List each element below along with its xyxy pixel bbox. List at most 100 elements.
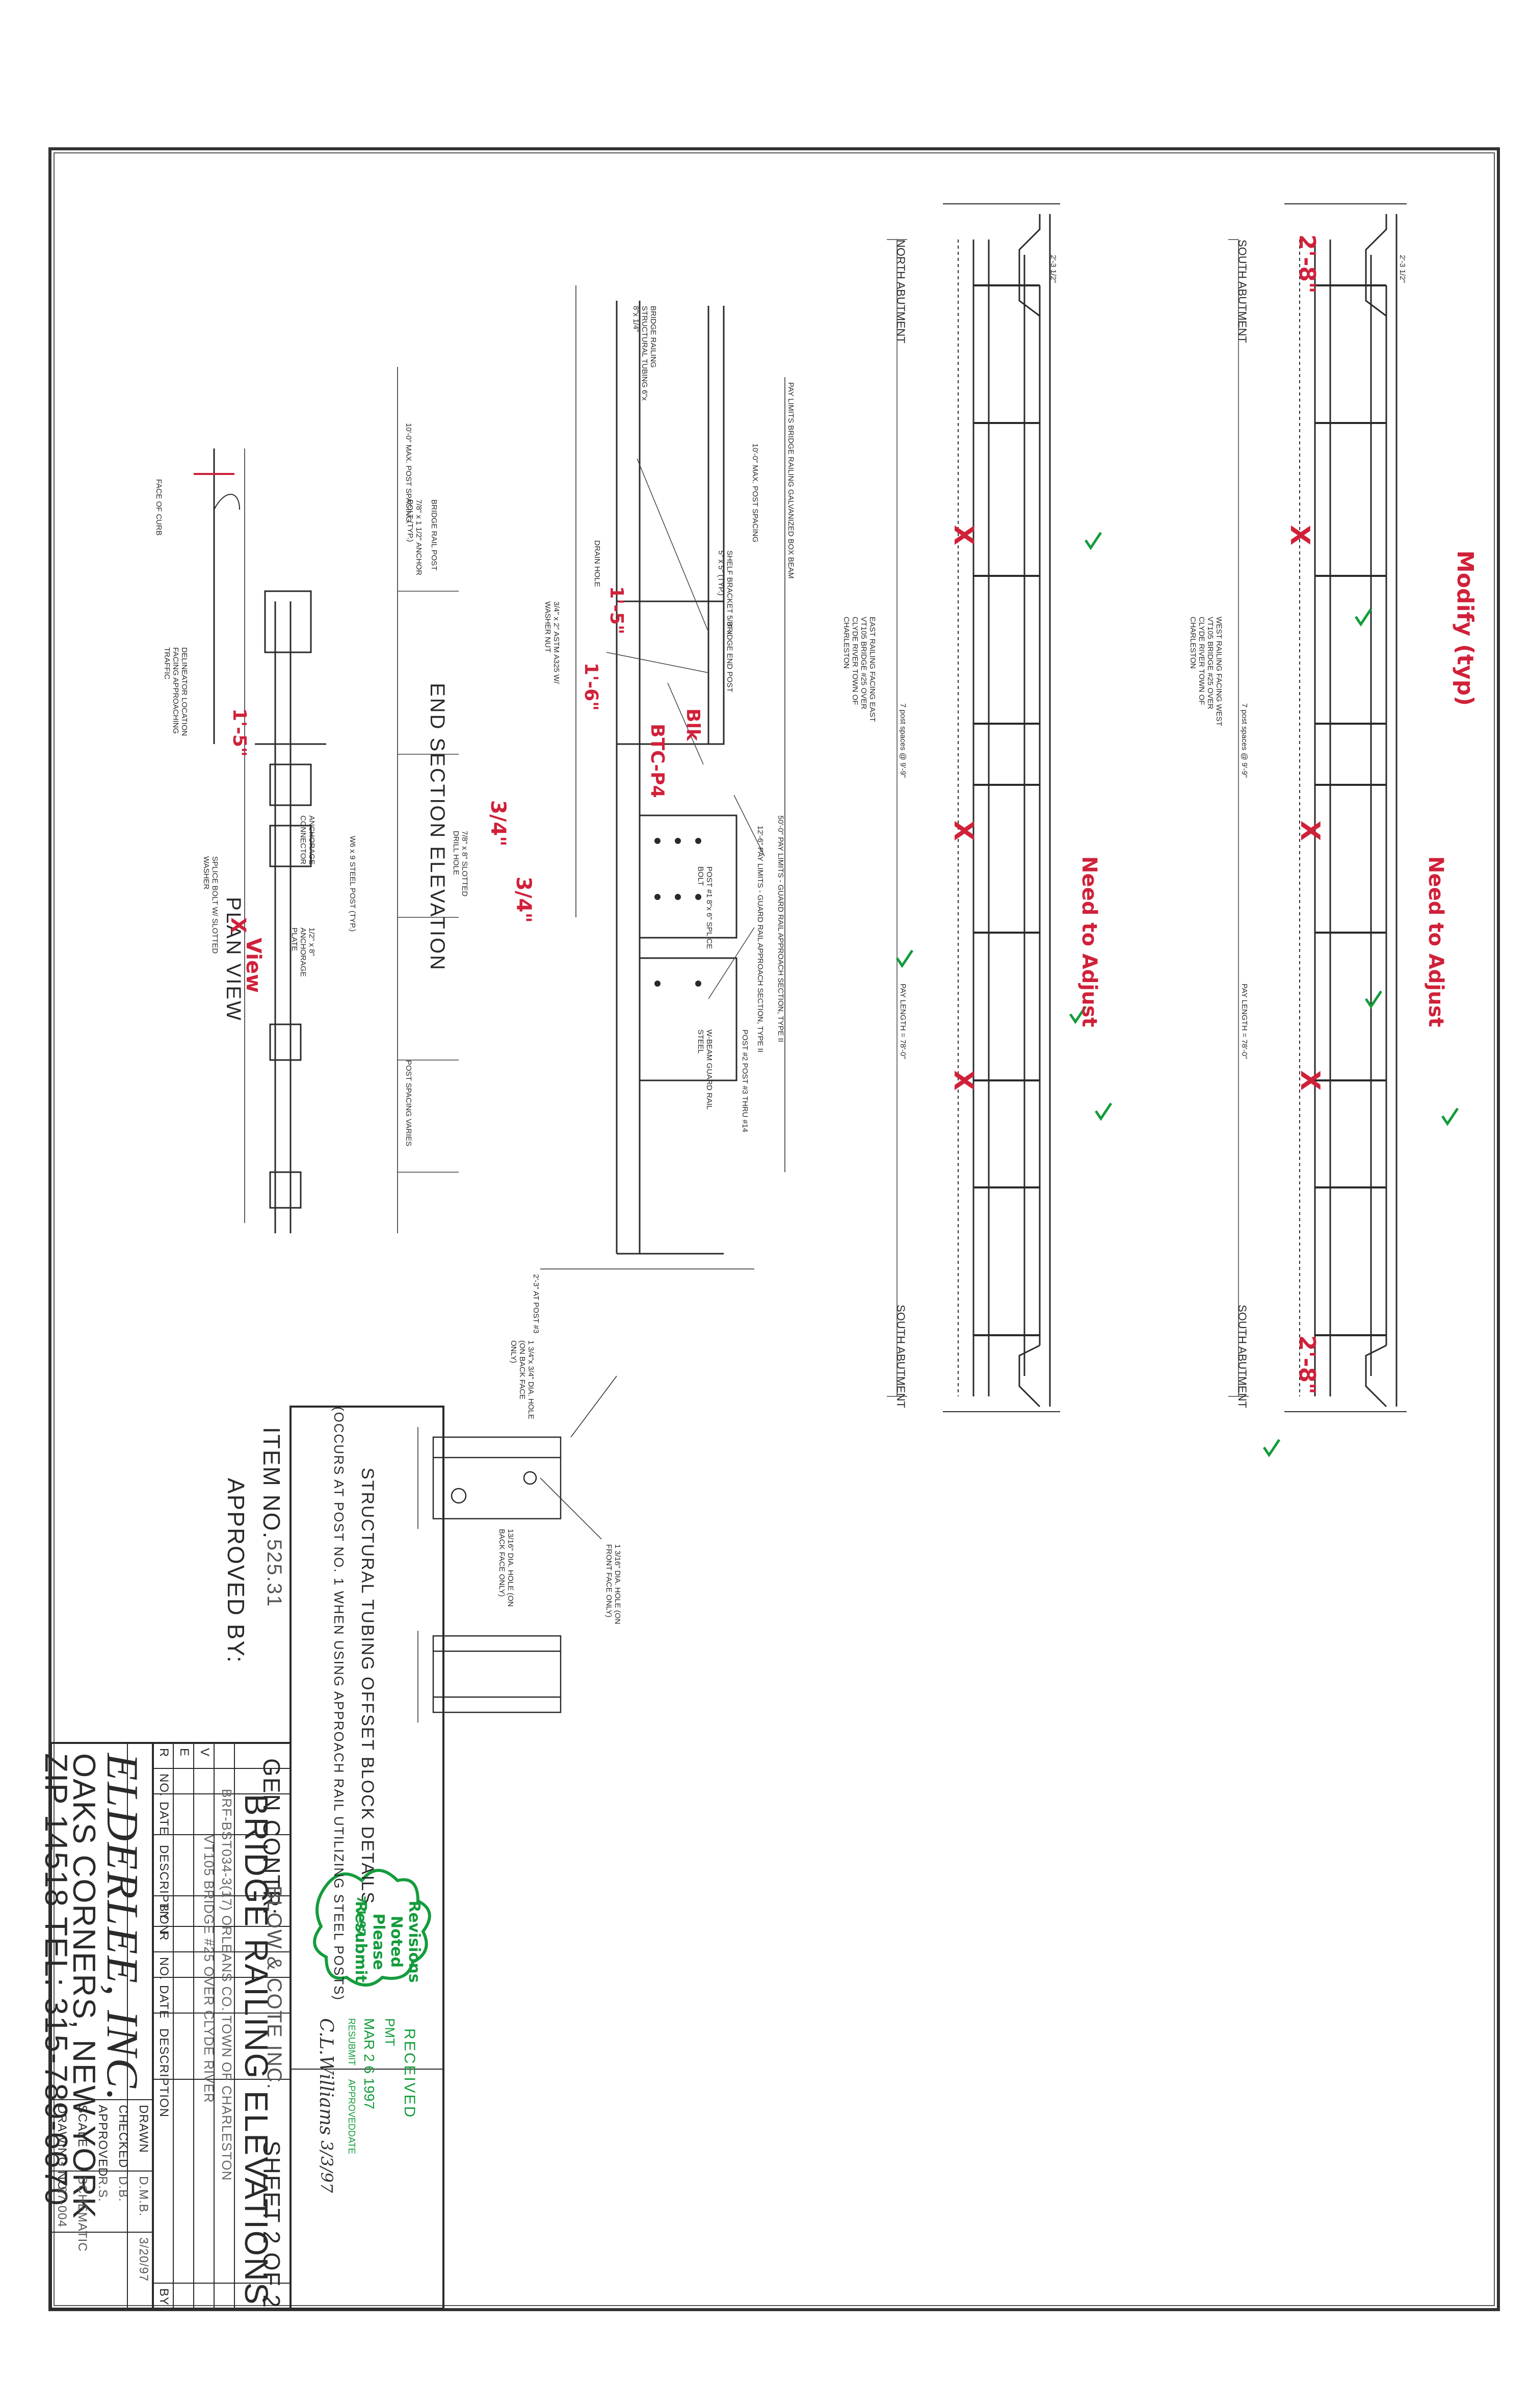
rev-header-r: R xyxy=(157,1748,171,1758)
top-rail-dim-b: 2'-3 1/2" xyxy=(1398,255,1407,283)
project-number: BRF-BST034-3(17) ORLEANS CO. TOWN OF CHA… xyxy=(219,1789,234,2181)
south-abutment-label-b: SOUTH ABUTMENT xyxy=(1236,240,1249,343)
drawing-no-value: 97-004 xyxy=(55,2186,69,2228)
post-spaces-b: 7 post spaces @ 9'-9" xyxy=(1240,703,1249,778)
redline-need-adjust-a: Need to Adjust xyxy=(1424,856,1447,1027)
note-max-spacing-a: 10'-0" MAX. POST SPACING xyxy=(751,443,759,543)
redline-x-5: X xyxy=(948,821,979,841)
redline-x-2: X xyxy=(1295,821,1325,841)
note-astm-bolt: 3/4" x 2" ASTM A325 W/ WASHER NUT xyxy=(543,601,561,684)
redline-dim-f: 3/4" xyxy=(486,800,510,847)
pay-length-a: PAY LENGTH = 78'-0" xyxy=(899,984,907,1059)
pay-length-b: PAY LENGTH = 78'-0" xyxy=(1240,984,1249,1059)
revision-stamp-date: 7-1-97 xyxy=(354,1896,367,1937)
plan-view-lines xyxy=(194,367,398,1233)
reviewer-signature: C.L.Williams xyxy=(315,2018,336,2135)
approved-by-label: APPROVED BY: xyxy=(223,1478,249,1664)
note-rail-tubing: BRIDGE RAILING STRUCTURAL TUBING 6"x 8"x… xyxy=(631,306,657,401)
note-at-post-3: 2'-3" AT POST #3 xyxy=(532,1274,540,1334)
rev-header-description2: DESCRIPTION xyxy=(157,2028,171,2118)
redline-x-3: X xyxy=(1295,1070,1325,1091)
redline-dim-c: 1'-5" xyxy=(606,586,627,634)
elevation-north-posts xyxy=(958,240,1040,1396)
end-section-title: END SECTION ELEVATION xyxy=(426,683,449,972)
note-delineator: DELINEATOR LOCATION FACING APPROACHING T… xyxy=(163,647,189,736)
signature-date: 3/3/97 xyxy=(317,2140,336,2193)
note-face-of-curb: FACE OF CURB xyxy=(154,479,163,536)
rev-letter-v: V xyxy=(198,1748,212,1757)
sheet-border-inner xyxy=(54,152,1495,2306)
note-bridge-end-post: BRIDGE END POST xyxy=(725,622,734,693)
redline-blk: Blk xyxy=(682,708,703,741)
redline-x-6: X xyxy=(948,1070,979,1091)
note-slotted-hole: 7/8" x 8" SLOTTED DRILL HOLE xyxy=(452,831,469,897)
firm-name: ELDERLEE, INC. xyxy=(97,1753,147,2102)
scale-value: SCHEMATIC xyxy=(75,2176,89,2252)
redline-checks xyxy=(895,532,1459,1458)
redline-x-1: X xyxy=(1284,525,1315,546)
project-subtitle: VT105 BRIDGE #25 OVER CLYDE RIVER xyxy=(201,1835,217,2103)
item-no-value: 525.31 xyxy=(263,1539,285,1608)
east-rail-caption: EAST RAILING FACING EAST VT105 BRIDGE #2… xyxy=(842,617,877,722)
received-stamp: RECEIVED xyxy=(401,2028,418,2119)
note-splice-bolt: POST #1 8"x 6" SPLICE BOLT xyxy=(696,866,714,949)
note-drain-hole: DRAIN HOLE xyxy=(593,540,601,587)
redline-need-adjust-b: Need to Adjust xyxy=(1077,856,1101,1027)
note-pay-limits: PAY LIMITS BRIDGE RAILING GALVANIZED BOX… xyxy=(786,382,795,579)
redline-dim-a: 2'-8" xyxy=(1294,234,1320,294)
sheet-border xyxy=(48,147,1500,2311)
note-back-hole: 13/16" DIA. HOLE (ON BACK FACE ONLY) xyxy=(497,1529,515,1607)
note-bridge-rail-post: BRIDGE RAIL POST xyxy=(430,499,438,571)
stamp-date-label: DATE xyxy=(347,2130,357,2154)
stamp-approved: APPROVED xyxy=(347,2079,357,2131)
drawn-value: D.M.B. xyxy=(137,2176,150,2217)
end-section-leaders xyxy=(606,458,765,999)
drawn-label: DRAWN xyxy=(137,2105,150,2153)
received-date: MAR 2 6 1997 xyxy=(361,2018,377,2109)
elevation-dimension-lines xyxy=(887,239,1249,1397)
elevation-south-posts xyxy=(1299,240,1386,1396)
west-rail-caption: WEST RAILING FACING WEST VT105 BRIDGE #2… xyxy=(1189,617,1223,726)
note-posts: POST #2 POST #3 THRU #14 xyxy=(741,1029,749,1132)
rev-header-no: NO. xyxy=(157,1774,171,1797)
drawn-date: 3/20/97 xyxy=(137,2237,150,2282)
note-post-spacing: POST SPACING VARIES xyxy=(404,1060,413,1147)
note-12ft: 12'-6" PAY LIMITS - GUARD RAIL APPROACH … xyxy=(756,826,765,1052)
south-abutment-label-c: SOUTH ABUTMENT xyxy=(1236,1305,1249,1408)
redline-btc: BTC-P4 xyxy=(647,724,668,798)
note-w6-post: W6 x 9 STEEL POST (TYP.) xyxy=(348,836,357,932)
approved-label: APPROVED xyxy=(96,2105,110,2177)
received-by: PMT xyxy=(382,2018,398,2046)
elevation-north-railing xyxy=(943,203,1060,1412)
rev-header-no2: NO. xyxy=(157,1957,171,1980)
rev-header-date: DATE xyxy=(157,1802,171,1836)
note-splice-washer: SPLICE BOLT W/ SLOTTED WASHER xyxy=(202,856,219,954)
redline-dim-g: 3/4" xyxy=(512,877,535,923)
post-spaces-a: 7 post spaces @ 9'-9" xyxy=(899,703,907,778)
rev-letter-e: E xyxy=(177,1748,191,1757)
note-anchorage-plate: 1/2" x 8" ANCHORAGE PLATE xyxy=(290,928,316,977)
note-w-beam: W-BEAM GUARD RAIL STEEL xyxy=(696,1029,714,1109)
note-50ft: 50'-0" PAY LIMITS - GUARD RAIL APPROACH … xyxy=(776,815,785,1042)
note-anchorage-connector: ANCHORAGE CONNECTOR xyxy=(299,815,316,865)
note-front-hole: 1 3/16" DIA. HOLE (ON FRONT FACE ONLY) xyxy=(604,1544,622,1625)
checked-value: D.B. xyxy=(116,2176,130,2202)
approved-value: R.S. xyxy=(96,2176,110,2202)
south-abutment-label-a: SOUTH ABUTMENT xyxy=(894,1305,907,1408)
redline-dim-h: 1'-5" xyxy=(229,708,250,757)
item-no-label: ITEM NO. xyxy=(258,1427,285,1540)
title-block-revision-grid xyxy=(153,1743,291,2309)
checked-label: CHECKED xyxy=(116,2105,130,2168)
offset-block-title: STRUCTURAL TUBING OFFSET BLOCK DETAILS xyxy=(358,1468,377,1904)
redline-x-4: X xyxy=(948,525,979,546)
note-anchor-bolt: 7/8" x 1 1/2" ANCHOR BOLT (TYP.) xyxy=(406,499,423,576)
redline-modify: Modify (typ) xyxy=(1452,550,1478,706)
redline-dim-b: 2'-8" xyxy=(1294,1335,1320,1394)
end-section-elevation-lines xyxy=(540,285,785,1269)
revision-stamp-cloud xyxy=(313,1869,431,1987)
rev-header-by2: BY xyxy=(157,2288,171,2306)
plan-view-dims xyxy=(398,591,459,1173)
redline-x-plan: X xyxy=(226,917,250,933)
